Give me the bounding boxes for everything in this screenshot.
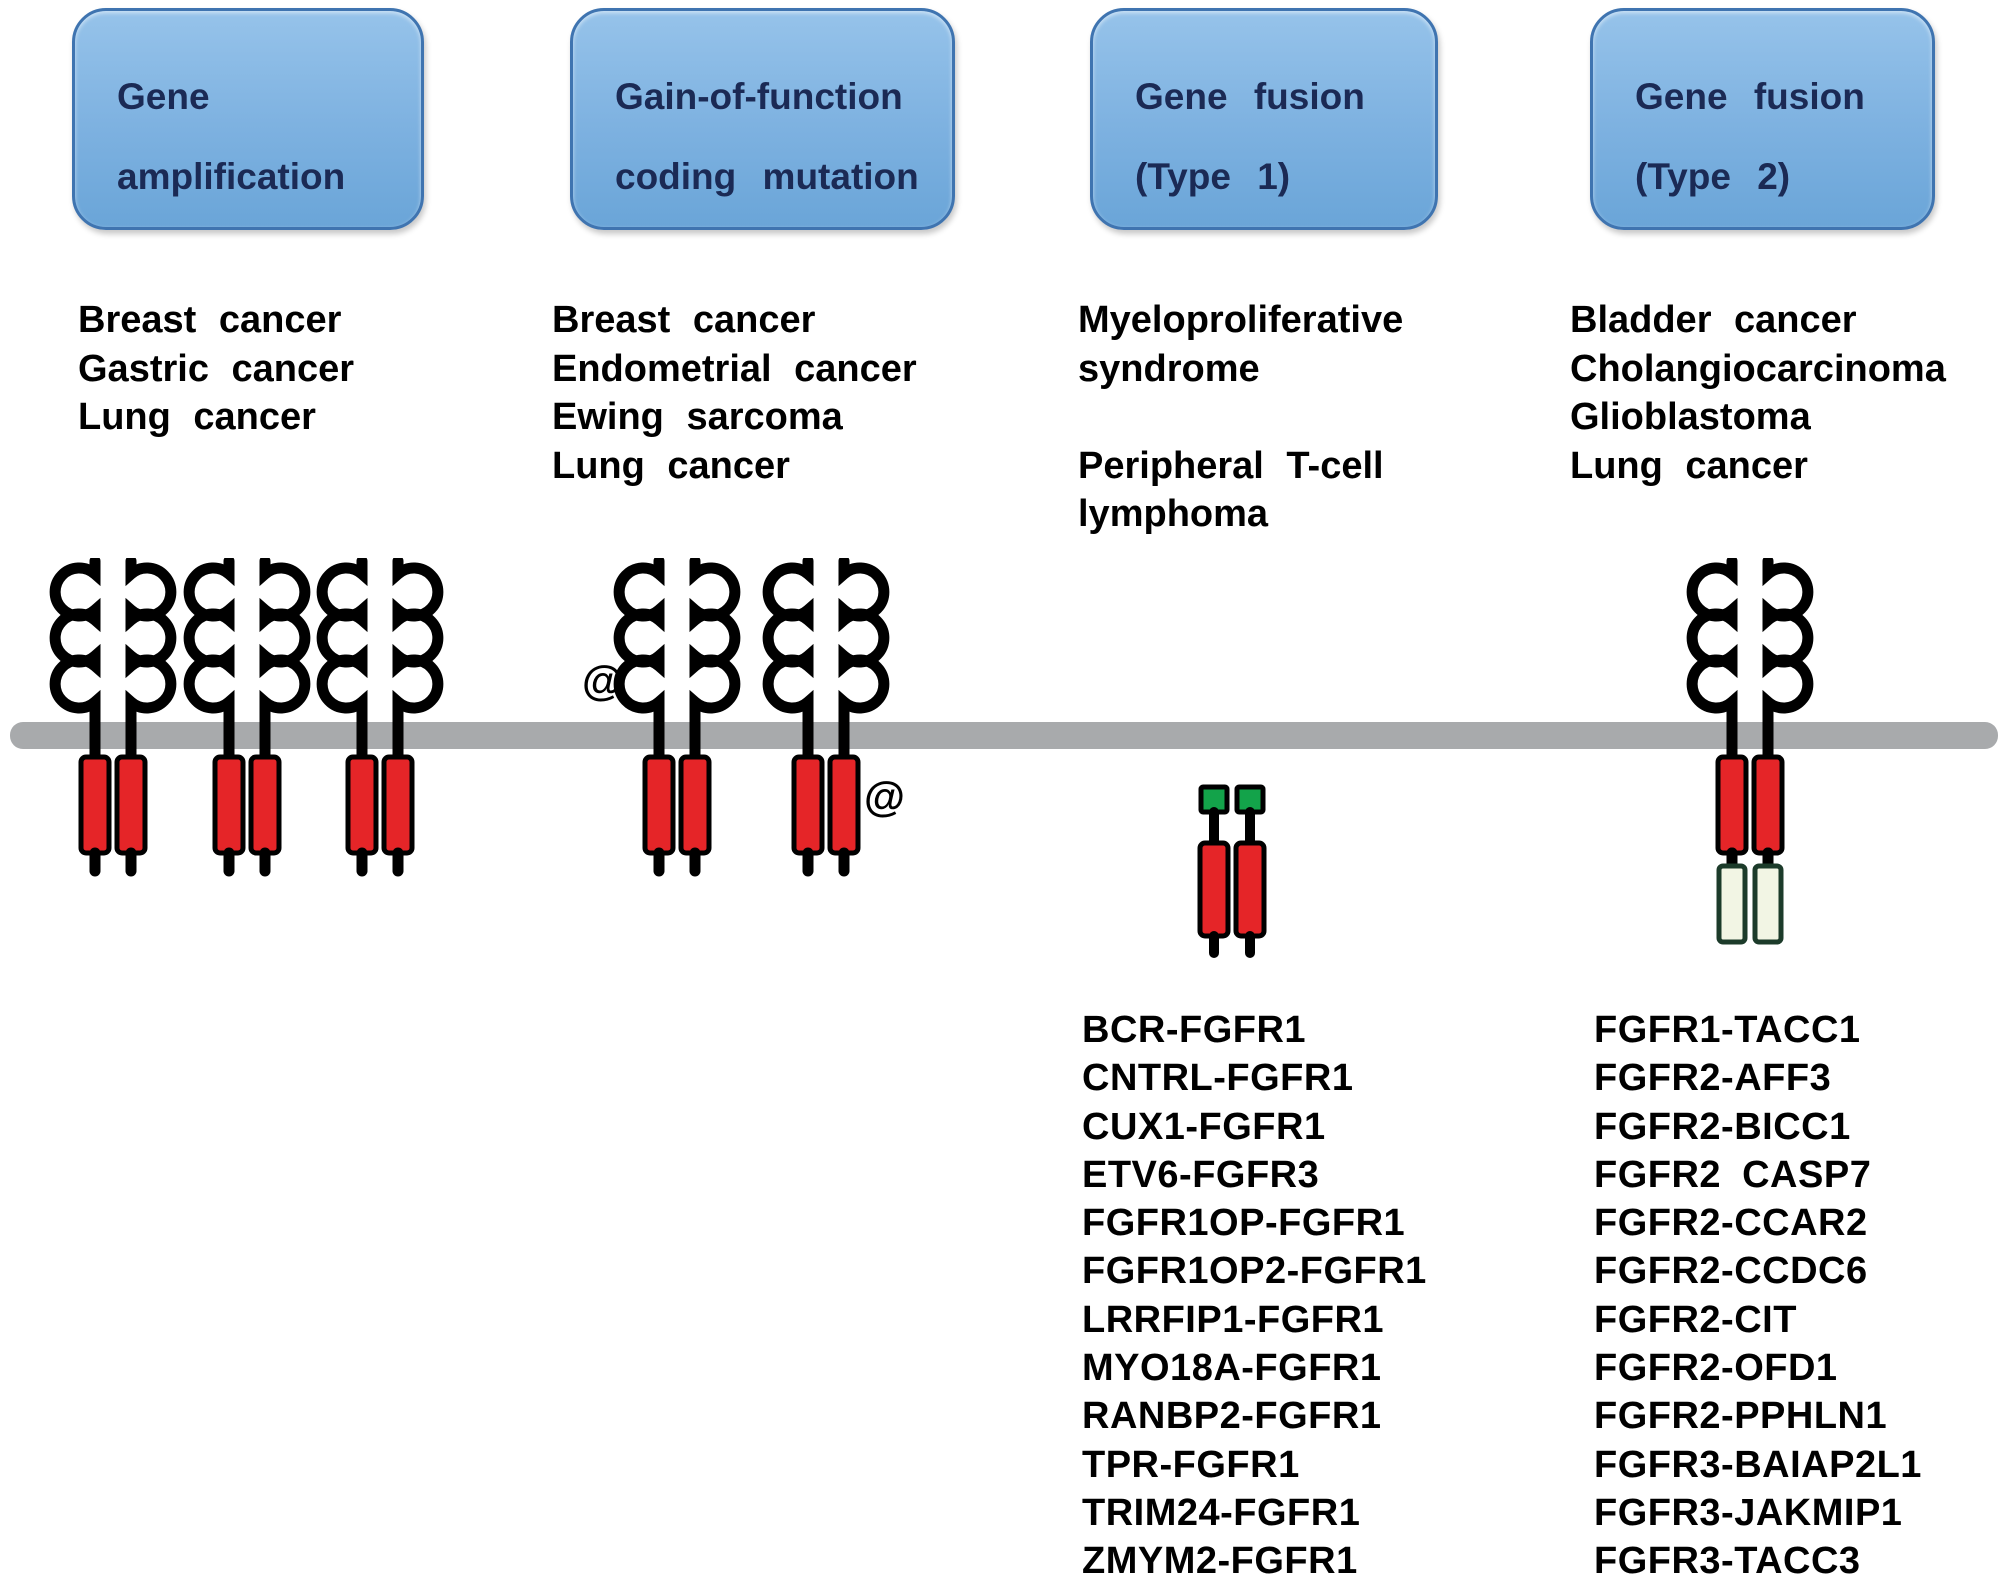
mutation-mark-kinase: @	[864, 773, 905, 820]
fgfr-dimer-mutant-kinase	[746, 558, 906, 888]
list-line: Bladder cancer	[1570, 299, 1857, 341]
category-title-line-2: coding mutation	[615, 156, 919, 197]
list-line: FGFR3-TACC3	[1594, 1540, 1861, 1583]
list-line: syndrome	[1078, 347, 1260, 390]
fgfr-fusion-type2-dimer	[1670, 558, 1830, 948]
list-line: FGFR1OP-FGFR1	[1082, 1202, 1406, 1245]
list-line: BCR-FGFR1	[1082, 1009, 1307, 1051]
list-line: MYO18A-FGFR1	[1082, 1347, 1382, 1390]
list-line: RANBP2-FGFR1	[1082, 1395, 1382, 1438]
list-line: ZMYM2-FGFR1	[1082, 1540, 1358, 1583]
category-title-line-2: (Type 1)	[1135, 156, 1291, 197]
category-box-gain-of-function: Gain-of-function coding mutation	[570, 8, 955, 230]
list-line: FGFR1OP2-FGFR1	[1082, 1250, 1427, 1293]
list-line: Myeloproliferative	[1078, 299, 1404, 341]
list-line: Breast cancer	[552, 299, 816, 341]
list-line: FGFR2-AFF3	[1594, 1057, 1832, 1100]
list-line: CNTRL-FGFR1	[1082, 1057, 1354, 1100]
list-line: FGFR2-CIT	[1594, 1298, 1797, 1341]
list-line: FGFR2-PPHLN1	[1594, 1395, 1888, 1438]
category-box-gene-fusion-type-2: Gene fusion (Type 2)	[1590, 8, 1935, 230]
list-line: Lung cancer	[1570, 444, 1808, 487]
cell-membrane	[10, 722, 1998, 749]
category-box-gene-fusion-type-1: Gene fusion (Type 1)	[1090, 8, 1438, 230]
category-title-line-1: Gene fusion	[1635, 76, 1865, 117]
list-line: ETV6-FGFR3	[1082, 1153, 1320, 1196]
list-line: FGFR2-OFD1	[1594, 1347, 1838, 1390]
list-line: Cholangiocarcinoma	[1570, 347, 1946, 390]
category-title-line-2: (Type 2)	[1635, 156, 1791, 197]
list-line: Lung cancer	[78, 396, 316, 438]
list-line: lymphoma	[1078, 493, 1269, 535]
cancer-list-gene-fusion-type-1: Myeloproliferative syndrome Peripheral T-…	[1078, 296, 1403, 539]
list-line: FGFR1-TACC1	[1594, 1009, 1861, 1051]
list-line: LRRFIP1-FGFR1	[1082, 1298, 1385, 1341]
list-line: Ewing sarcoma	[552, 396, 843, 438]
fgfr-dimer-amplification-3	[300, 558, 460, 888]
list-line: Gastric cancer	[78, 347, 355, 390]
list-line: Lung cancer	[552, 444, 790, 487]
list-line: Breast cancer	[78, 299, 342, 341]
list-line: Glioblastoma	[1570, 396, 1811, 438]
category-title-line-1: Gene	[117, 76, 210, 117]
list-line: Endometrial cancer	[552, 347, 917, 390]
list-line: FGFR2-CCDC6	[1594, 1250, 1868, 1293]
category-title-line-1: Gain-of-function	[615, 76, 903, 117]
mutation-mark-extracellular: @	[582, 657, 623, 704]
list-line: CUX1-FGFR1	[1082, 1105, 1326, 1148]
list-line: FGFR2 CASP7	[1594, 1153, 1872, 1196]
fgfr-dimer-mutant-extracellular	[597, 558, 757, 888]
list-line: FGFR3-BAIAP2L1	[1594, 1443, 1922, 1486]
list-line: Peripheral T-cell	[1078, 444, 1384, 487]
list-line: TPR-FGFR1	[1082, 1443, 1300, 1486]
list-line	[1078, 393, 1403, 442]
category-title-line-1: Gene fusion	[1135, 76, 1365, 117]
list-line: FGFR2-BICC1	[1594, 1105, 1851, 1148]
list-line: FGFR2-CCAR2	[1594, 1202, 1868, 1245]
list-line: FGFR3-JAKMIP1	[1594, 1491, 1903, 1534]
category-box-gene-amplification: Gene amplification	[72, 8, 424, 230]
list-line: TRIM24-FGFR1	[1082, 1491, 1361, 1534]
category-title-line-2: amplification	[117, 156, 346, 197]
fgfr-fusion-type1-dimer	[1172, 783, 1292, 958]
